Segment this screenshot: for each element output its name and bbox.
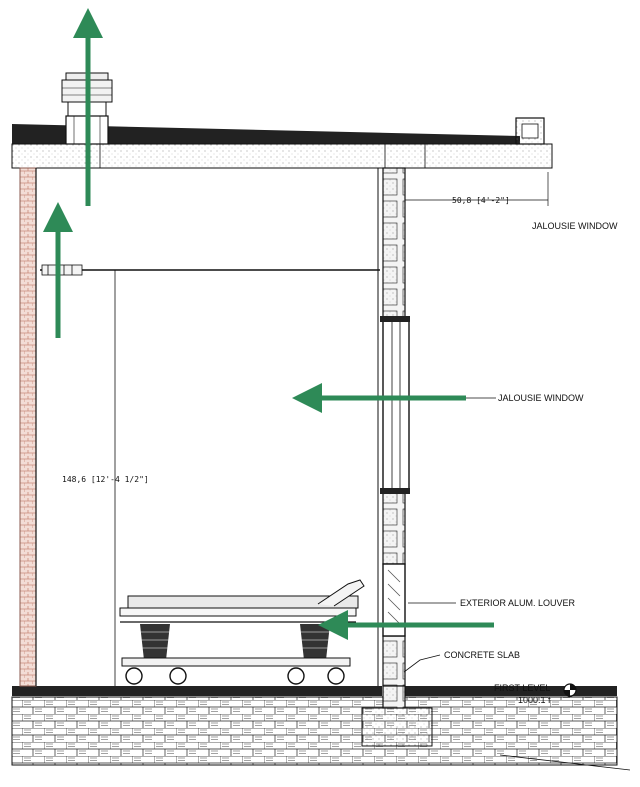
roof-slab [11,117,553,169]
height-dimension: 148,6 [12'-4 1/2"] [62,475,149,484]
hospital-stretcher-icon [119,579,365,685]
overhang-dimension-label: 50,8 [4'-2"] [452,196,510,205]
ground-hatch [11,696,631,771]
exterior-louver-label: EXTERIOR ALUM. LOUVER [460,598,576,608]
exterior-louver [382,563,406,637]
overhang-dimension: 50,8 [4'-2"] [405,172,549,206]
jalousie-window-label: JALOUSIE WINDOW [498,393,584,403]
ceiling-pipe [40,264,380,686]
first-level-label: FIRST LEVEL [494,683,550,693]
concrete-slab-label: CONCRETE SLAB [444,650,520,660]
block-wall [377,167,406,709]
leader-lines [403,397,496,673]
level-datum-icon [563,683,577,697]
wall-footing [361,707,433,747]
floor-slab [12,686,617,696]
airflow-arrows [43,8,494,640]
jalousie-window-top-label: JALOUSIE WINDOW [532,221,618,231]
height-dimension-label: 148,6 [12'-4 1/2"] [62,475,149,484]
brick-wall [19,167,37,687]
first-level-elevation: 1000.1 f [518,695,551,705]
jalousie-window [380,316,410,494]
